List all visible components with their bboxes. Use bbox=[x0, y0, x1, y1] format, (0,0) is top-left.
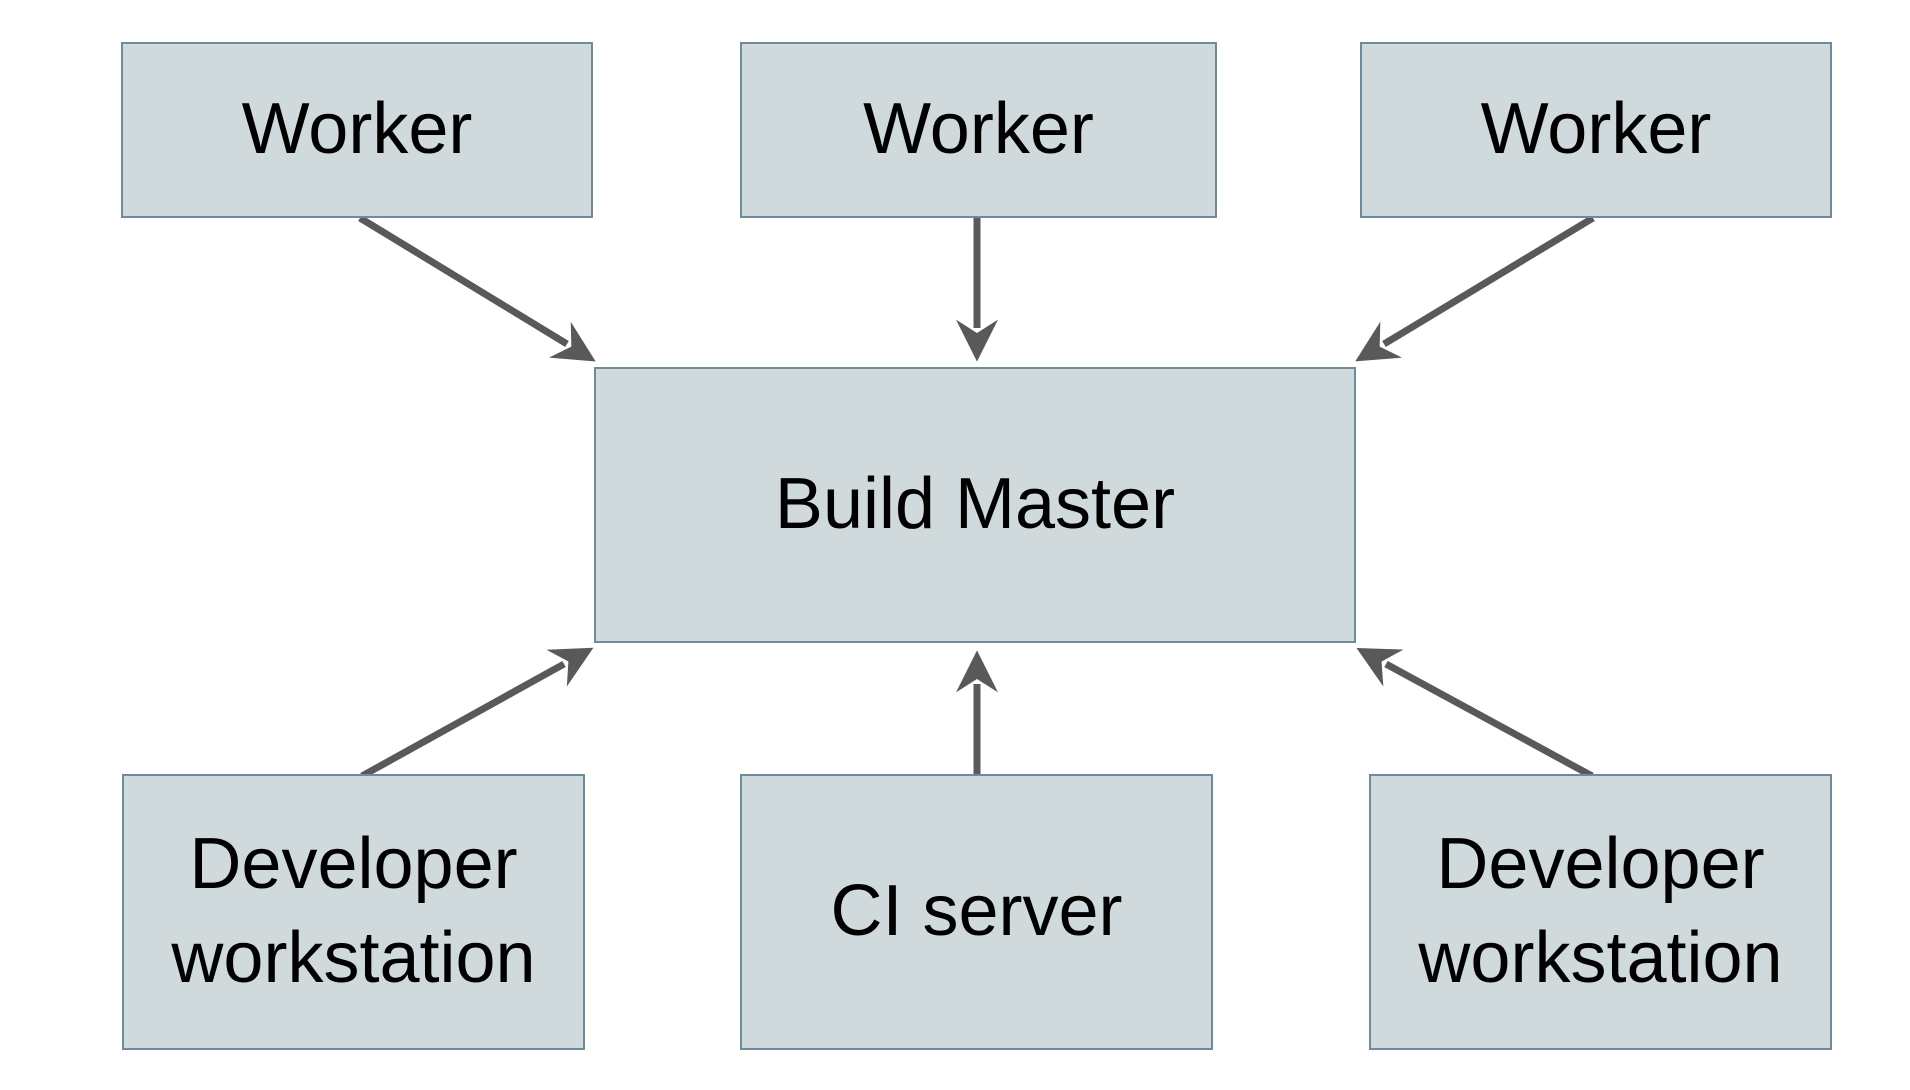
arrow-worker3-to-buildmaster bbox=[1355, 215, 1595, 362]
node-build-master: Build Master bbox=[594, 367, 1356, 643]
arrow-worker1-to-buildmaster bbox=[358, 215, 596, 362]
node-worker-1-label: Worker bbox=[241, 89, 473, 170]
node-worker-2: Worker bbox=[740, 42, 1217, 218]
arrow-devworkstation-right-to-buildmaster bbox=[1356, 647, 1594, 780]
node-developer-workstation-left-label: Developer workstation bbox=[171, 824, 536, 998]
node-ci-server-label: CI server bbox=[830, 871, 1123, 952]
node-worker-1: Worker bbox=[121, 42, 593, 218]
node-build-master-label: Build Master bbox=[774, 464, 1176, 545]
node-developer-workstation-right-label: Developer workstation bbox=[1418, 824, 1783, 998]
node-worker-3-label: Worker bbox=[1480, 89, 1712, 170]
node-worker-2-label: Worker bbox=[863, 89, 1094, 170]
node-developer-workstation-right: Developer workstation bbox=[1369, 774, 1832, 1050]
node-developer-workstation-left: Developer workstation bbox=[122, 774, 585, 1050]
node-worker-3: Worker bbox=[1360, 42, 1832, 218]
node-ci-server: CI server bbox=[740, 774, 1213, 1050]
arrow-devworkstation-left-to-buildmaster bbox=[360, 647, 594, 780]
